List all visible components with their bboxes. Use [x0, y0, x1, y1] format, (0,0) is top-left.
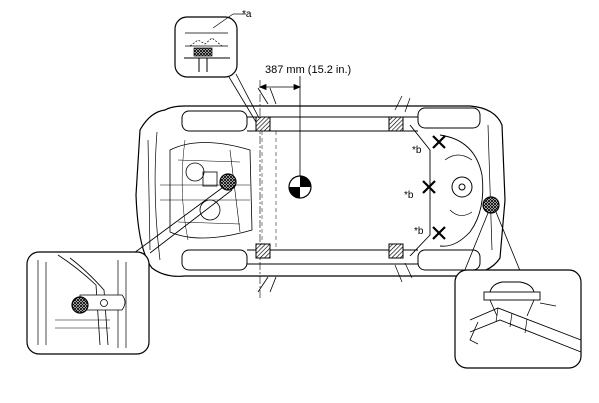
- callout-a-label: *a: [242, 9, 252, 20]
- lift-point-rear-left: [388, 116, 404, 132]
- lift-point-rear-right: [388, 243, 404, 259]
- lift-points: [255, 116, 404, 259]
- center-of-gravity-icon: [288, 175, 312, 199]
- front-jack-point: [219, 173, 237, 191]
- rear-jack-point: [482, 196, 500, 214]
- leader-line: [149, 189, 233, 254]
- callout-b2-label: *b: [404, 190, 414, 201]
- dimension-line: [258, 76, 302, 176]
- cross-mark-icon: [422, 135, 446, 240]
- inset-front-jack-detail: [26, 251, 150, 355]
- dimension-text: 387 mm (15.2 in.): [265, 64, 351, 76]
- inset-rear-jack-detail: [454, 269, 582, 369]
- callout-b3-label: *b: [414, 226, 424, 237]
- callout-b1-label: *b: [412, 145, 422, 156]
- lift-point-front-right: [255, 243, 271, 259]
- vehicle-body: [135, 87, 506, 293]
- inset-a: [174, 13, 260, 123]
- lift-point-front-left: [255, 116, 271, 132]
- leader-line: [133, 187, 223, 254]
